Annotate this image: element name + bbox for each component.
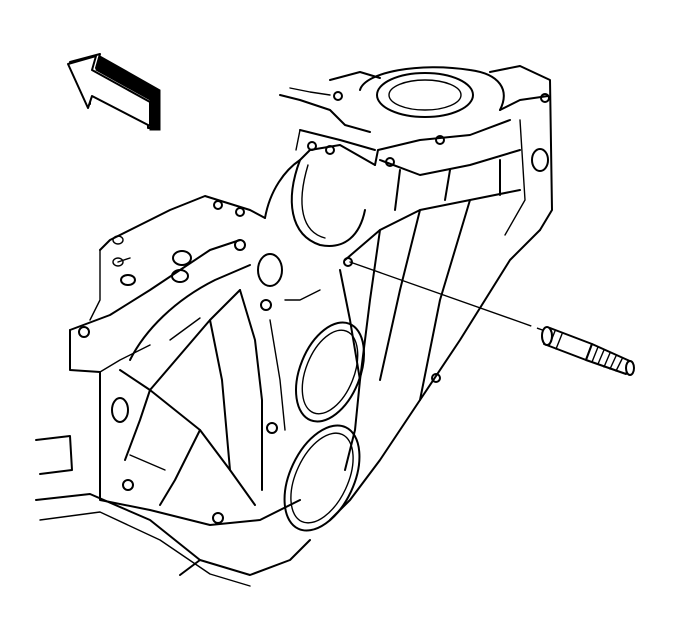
block-body — [69, 65, 553, 526]
stud-bolt-icon — [541, 326, 635, 376]
block-openings — [111, 148, 549, 532]
bolt-holes — [78, 91, 550, 524]
block-ribs — [119, 149, 521, 506]
lower-block-outline — [35, 435, 311, 587]
stud-installation — [349, 261, 635, 376]
direction-arrow-icon — [67, 53, 161, 131]
